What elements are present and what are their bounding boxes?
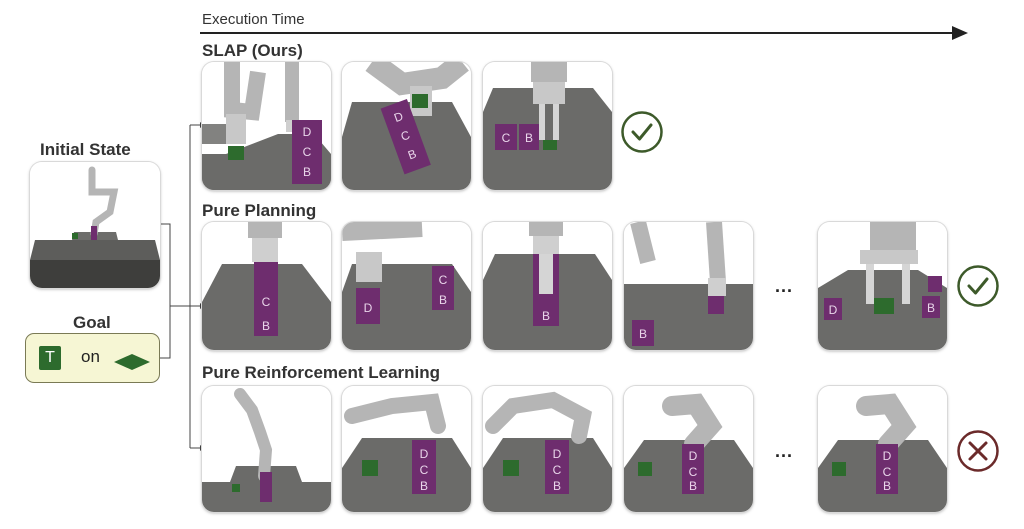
planning-frame-4-scene: B [624,222,753,350]
planning-frame-2: D C B [342,222,471,350]
planning-frame-5-scene: D B [818,222,947,350]
goal-title: Goal [73,313,111,332]
svg-text:C: C [883,465,892,479]
rl-frame-3: D C B [483,386,612,512]
rl-frame-2: D C B [342,386,471,512]
svg-text:B: B [420,479,428,493]
svg-text:D: D [420,447,429,461]
slap-frame-1: D C B [202,62,331,190]
goal-block-t: T [39,346,61,370]
slap-frame-2: D C B [342,62,471,190]
planning-frame-3: B [483,222,612,350]
svg-text:C: C [502,131,511,145]
rl-frame-5-scene: D C B [818,386,947,512]
planning-frame-1: C B [202,222,331,350]
svg-text:D: D [829,303,838,317]
svg-text:B: B [689,479,697,493]
check-circle-icon [621,111,663,153]
goal-box: T on [25,333,160,383]
planning-frame-4: B [624,222,753,350]
check-circle-icon [957,265,999,307]
svg-text:C: C [420,463,429,477]
execution-time-arrow [200,26,968,40]
svg-text:B: B [262,319,270,333]
svg-text:D: D [553,447,562,461]
row-title-slap: SLAP (Ours) [202,41,303,60]
initial-state-title: Initial State [40,140,131,159]
svg-text:B: B [525,131,533,145]
slap-frame-2-scene: D C B [342,62,471,190]
svg-text:C: C [689,465,698,479]
svg-text:D: D [364,301,373,315]
planning-ellipsis: ... [775,276,794,296]
svg-text:B: B [639,327,647,341]
svg-text:C: C [553,463,562,477]
rl-frame-3-scene: D C B [483,386,612,512]
initial-state-frame [30,162,160,288]
rl-ellipsis: ... [775,441,794,461]
rl-frame-1-scene [202,386,331,512]
svg-text:B: B [439,293,447,307]
svg-text:C: C [262,295,271,309]
rl-frame-4: D C B [624,386,753,512]
rl-frame-4-scene: D C B [624,386,753,512]
svg-text:D: D [303,125,312,139]
svg-text:B: B [303,165,311,179]
rl-frame-5: D C B [818,386,947,512]
planning-frame-1-scene: C B [202,222,331,350]
slap-frame-1-scene: D C B [202,62,331,190]
slap-frame-3: C B [483,62,612,190]
svg-text:C: C [303,145,312,159]
execution-time-label: Execution Time [202,11,305,28]
svg-text:D: D [883,449,892,463]
slap-frame-3-scene: C B [483,62,612,190]
svg-text:B: B [883,479,891,493]
x-circle-icon [957,430,999,472]
goal-relation: on [81,347,100,366]
planning-frame-3-scene: B [483,222,612,350]
svg-text:B: B [553,479,561,493]
rl-frame-1 [202,386,331,512]
svg-text:B: B [927,301,935,315]
svg-text:B: B [542,309,550,323]
planning-frame-5: D B [818,222,947,350]
row-title-pure-planning: Pure Planning [202,201,317,220]
goal-target-region-icon [114,354,150,370]
initial-state-scene [30,162,160,288]
svg-text:C: C [439,273,448,287]
row-title-pure-rl: Pure Reinforcement Learning [202,363,441,382]
planning-frame-2-scene: D C B [342,222,471,350]
svg-text:D: D [689,449,698,463]
rl-frame-2-scene: D C B [342,386,471,512]
